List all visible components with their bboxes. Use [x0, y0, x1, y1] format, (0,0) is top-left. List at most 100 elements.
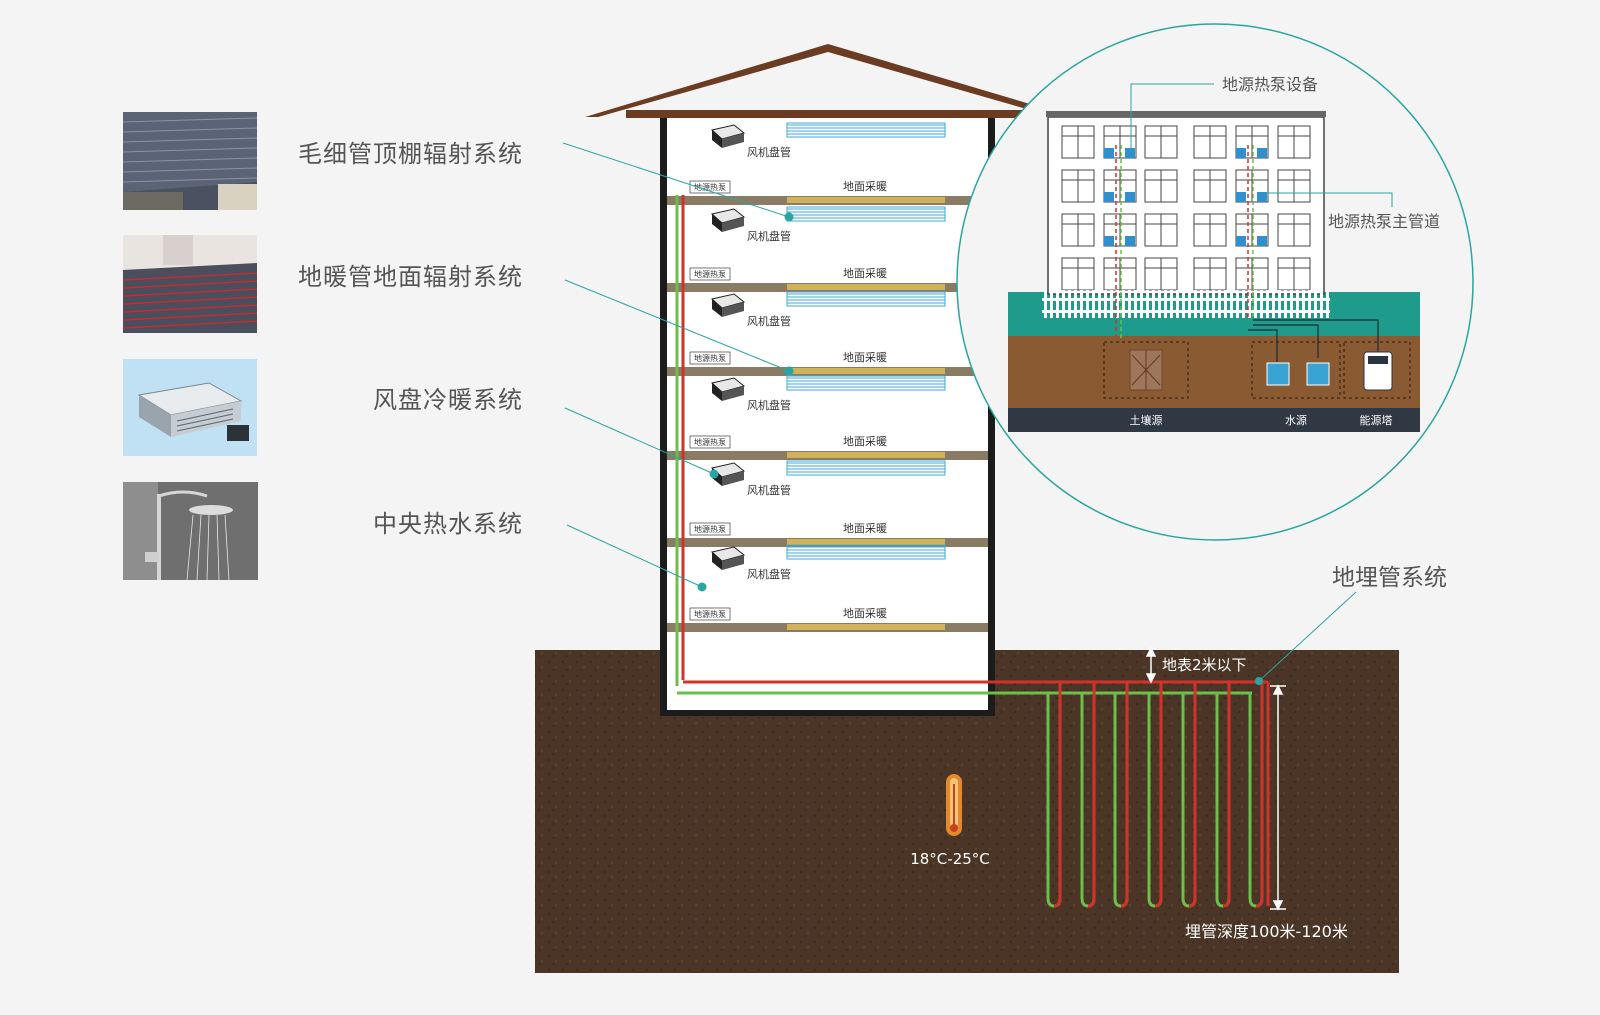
inset-fence-post [1302, 290, 1305, 318]
leader-line-equipment [1130, 83, 1214, 153]
buried-pipe-system-label: 地埋管系统 [1332, 565, 1447, 591]
floor-heating-pipe-photo [123, 235, 257, 333]
ground-loop-4 [1147, 682, 1163, 908]
floor-heating-label: 地面采暖 [843, 351, 887, 364]
ceiling-panel [786, 544, 946, 560]
leader-line-main-pipe [1265, 192, 1393, 207]
inset-fence-post [1308, 290, 1311, 318]
leader-dot-buried-pipe [1255, 677, 1263, 685]
floor-heating-label: 地面采暖 [843, 522, 887, 535]
fan-coil-label: 风机盘管 [747, 145, 791, 159]
ceiling-panel [786, 206, 946, 222]
energy-tower-zone [1343, 341, 1411, 399]
inset-fence-post [1266, 290, 1269, 318]
fan-coil-label: 风机盘管 [747, 398, 791, 412]
inset-fence-post [1050, 290, 1053, 318]
surface-depth-arrow [1145, 646, 1157, 684]
inset-main-pipe-label: 地源热泵主管道 [1328, 212, 1440, 231]
source-label-water: 水源 [1285, 413, 1307, 427]
inset-window [1061, 213, 1095, 247]
leader-dot-floor [784, 366, 794, 376]
inset-fence-post [1116, 290, 1119, 318]
heat-pump-tag: 地源热泵 [689, 351, 731, 365]
source-label-soil: 土壤源 [1130, 413, 1163, 427]
floor-heating-label: 地面采暖 [843, 435, 887, 448]
inset-window [1277, 125, 1311, 159]
inset-window [1193, 169, 1227, 203]
inset-fence-post [1164, 290, 1167, 318]
roof [585, 44, 1030, 117]
ground-loop-1 [1046, 682, 1062, 908]
inset-fence-post [1158, 290, 1161, 318]
ceiling-panel [786, 122, 946, 138]
ceiling-panel [786, 375, 946, 391]
system-label-ceiling-radiation: 毛细管顶棚辐射系统 [298, 140, 523, 168]
inset-fence-post [1080, 290, 1083, 318]
inset-fence-post [1182, 290, 1185, 318]
inset-fence-post [1248, 290, 1251, 318]
inset-fence-rail [1042, 298, 1330, 301]
inset-window [1277, 213, 1311, 247]
inset-fence-post [1272, 290, 1275, 318]
soil-source-zone [1103, 341, 1189, 399]
inset-soil [1008, 336, 1420, 408]
fan-coil-icon [710, 546, 746, 570]
fan-coil-label: 风机盘管 [747, 314, 791, 328]
heat-pump-label: 地源热泵 [694, 269, 726, 279]
leader-line-ceiling [562, 142, 790, 218]
fan-coil-icon [710, 293, 746, 317]
heat-pump-tag: 地源热泵 [689, 435, 731, 449]
inset-window [1144, 169, 1178, 203]
inset-fence-post [1056, 290, 1059, 318]
system-label-fan-coil: 风盘冷暖系统 [373, 386, 523, 414]
inset-fence-post [1146, 290, 1149, 318]
inset-fence-post [1326, 290, 1329, 318]
inset-fence-post [1092, 290, 1095, 318]
building-wall-left [660, 118, 667, 716]
inset-fence-post [1242, 290, 1245, 318]
leader-line-floor [564, 279, 790, 372]
heat-pump-tag: 地源热泵 [689, 607, 731, 621]
inset-window [1235, 257, 1269, 291]
building-foundation [660, 710, 995, 716]
heat-pump-tag: 地源热泵 [689, 180, 731, 194]
inset-fence-post [1068, 290, 1071, 318]
heat-pump-tag: 地源热泵 [689, 522, 731, 536]
fan-coil-label: 风机盘管 [747, 483, 791, 497]
system-label-central-hot-water: 中央热水系统 [373, 510, 523, 538]
ceiling-panel [786, 291, 946, 307]
fan-coil-label: 风机盘管 [747, 229, 791, 243]
inset-fence-post [1320, 290, 1323, 318]
building-wall-right [988, 118, 995, 716]
inset-fence-post [1110, 290, 1113, 318]
fan-coil-unit-photo [123, 359, 257, 456]
inset-fence-post [1170, 290, 1173, 318]
system-label-floor-radiation: 地暖管地面辐射系统 [298, 263, 523, 291]
leader-dot-ceiling [784, 212, 794, 222]
inset-fence-post [1104, 290, 1107, 318]
thermometer-icon [946, 774, 962, 836]
inset-fence-post [1086, 290, 1089, 318]
inset-window [1144, 125, 1178, 159]
inset-fence-post [1176, 290, 1179, 318]
floor-heating-label: 地面采暖 [843, 267, 887, 280]
inset-fence-post [1122, 290, 1125, 318]
inset-fence-post [1188, 290, 1191, 318]
inset-magnifier: 土壤源 水源 能源塔 地源热泵设备 地源热泵主管道 [956, 23, 1474, 541]
fan-coil-icon [710, 124, 746, 148]
inset-fence-rail [1042, 310, 1330, 313]
ceiling-panel [786, 460, 946, 476]
ground-temperature-label: 18°C-25°C [910, 850, 990, 868]
ground-loop-5 [1181, 682, 1197, 908]
heat-pump-label: 地源热泵 [694, 437, 726, 447]
ground-loop-3 [1113, 682, 1129, 908]
surface-depth-label: 地表2米以下 [1162, 656, 1247, 674]
inset-fence-post [1134, 290, 1137, 318]
leader-line-fan-coil [564, 407, 715, 475]
inset-equipment-label: 地源热泵设备 [1222, 75, 1318, 94]
inset-fence-post [1194, 290, 1197, 318]
